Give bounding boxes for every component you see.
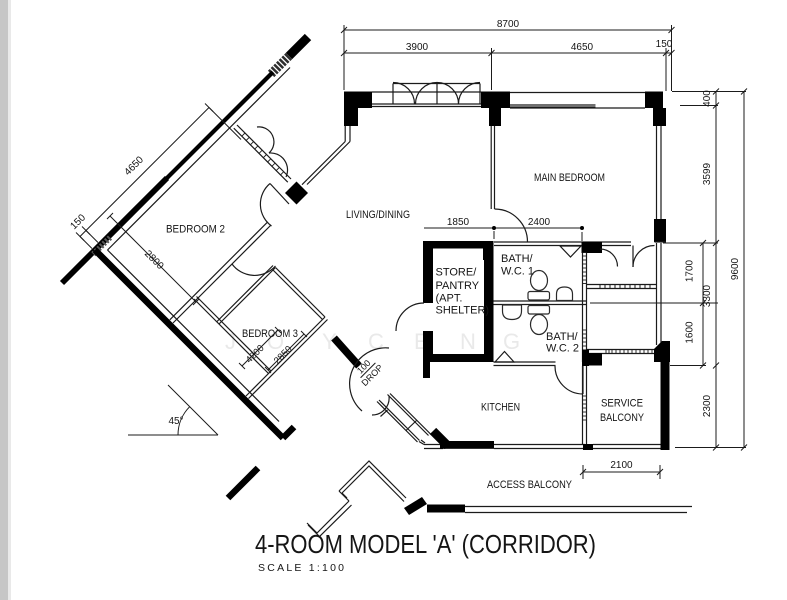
svg-text:1850: 1850 [447,217,470,228]
svg-text:4-ROOM MODEL 'A' (CORRIDOR): 4-ROOM MODEL 'A' (CORRIDOR) [255,529,596,559]
svg-text:LIVING/DINING: LIVING/DINING [346,209,410,221]
svg-text:8700: 8700 [497,19,520,30]
svg-text:MAIN BEDROOM: MAIN BEDROOM [534,172,605,184]
svg-text:O: O [267,329,284,354]
svg-text:1700: 1700 [685,259,696,282]
svg-text:150: 150 [656,39,673,50]
svg-text:SERVICE: SERVICE [601,398,643,410]
svg-text:Y: Y [322,329,337,354]
svg-text:2400: 2400 [528,217,551,228]
svg-text:SCALE 1:100: SCALE 1:100 [258,562,344,574]
svg-text:BEDROOM 2: BEDROOM 2 [166,224,225,236]
svg-text:C: C [368,329,384,354]
svg-text:W.C. 1: W.C. 1 [501,266,534,278]
svg-text:45°: 45° [168,416,183,427]
svg-text:4650: 4650 [571,42,594,53]
svg-text:BATH/: BATH/ [546,331,579,343]
svg-text:W.C. 2: W.C. 2 [546,343,579,355]
svg-text:J: J [225,329,236,354]
svg-text:3900: 3900 [406,42,429,53]
svg-text:G: G [503,329,520,354]
svg-text:BEDROOM 3: BEDROOM 3 [242,328,298,340]
svg-text:ACCESS BALCONY: ACCESS BALCONY [487,479,573,491]
svg-text:BATH/: BATH/ [501,253,534,265]
svg-text:3300: 3300 [702,284,713,307]
svg-text:KITCHEN: KITCHEN [481,402,520,414]
svg-text:N: N [460,329,476,354]
svg-text:2100: 2100 [610,460,633,471]
svg-text:3599: 3599 [702,162,713,185]
svg-text:BALCONY: BALCONY [600,412,645,424]
svg-text:1600: 1600 [685,321,696,344]
svg-text:STORE/: STORE/ [436,267,478,279]
svg-text:400: 400 [702,90,713,107]
svg-text:2300: 2300 [702,394,713,417]
svg-text:SHELTER): SHELTER) [436,305,490,317]
svg-text:(APT.: (APT. [436,293,463,305]
svg-text:PANTRY: PANTRY [436,280,480,292]
svg-text:9600: 9600 [730,257,741,280]
